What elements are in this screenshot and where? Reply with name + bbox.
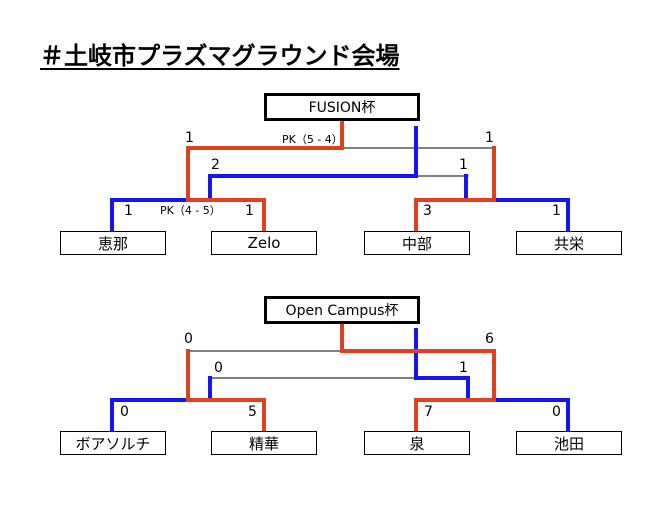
fusion-zelo-line — [186, 198, 266, 233]
oc-izumi-line — [414, 398, 496, 433]
fusion-chubu-line — [414, 198, 496, 233]
oc-ikeda-line — [466, 398, 570, 433]
semi-score-right: 1 — [459, 157, 468, 173]
team-ikeda: 池田 — [516, 431, 622, 455]
oc-seika-line — [186, 398, 266, 433]
score-zelo: 1 — [245, 203, 254, 219]
team-seika: 精華 — [211, 431, 317, 455]
team-chubu: 中部 — [364, 231, 470, 255]
oc-semi-score-left: 0 — [214, 360, 223, 376]
opencampus-bracket-lines — [110, 320, 570, 433]
team-izumi: 泉 — [364, 431, 470, 455]
oc-semi-score-right: 1 — [459, 360, 468, 376]
oc-final-score-left: 0 — [184, 331, 193, 347]
oc-final-score-right: 6 — [485, 331, 494, 347]
score-seika: 5 — [248, 404, 257, 420]
semi-score-left: 2 — [211, 157, 220, 173]
page-title: ＃土岐市プラズマグラウンド会場 — [40, 42, 400, 70]
cup-title-opencampus: Open Campus杯 — [264, 296, 420, 324]
team-kyoei: 共栄 — [516, 231, 622, 255]
fusion-ena-line — [110, 198, 190, 233]
oc-final-red — [340, 320, 496, 402]
fusion-semi-left-red — [186, 116, 344, 202]
fusion-semi-right-blue — [208, 126, 418, 202]
fusion-bracket-lines — [110, 116, 570, 233]
final-score-right: 1 — [485, 130, 494, 146]
score-ikeda: 0 — [552, 404, 561, 420]
team-boasoluchi: ボアソルチ — [60, 431, 166, 455]
oc-boasoluchi-line — [110, 398, 190, 433]
cup-title-fusion: FUSION杯 — [264, 93, 420, 121]
score-chubu: 3 — [423, 203, 432, 219]
final-score-left: 1 — [185, 130, 194, 146]
pk-score-left-r1: PK（4 - 5） — [160, 204, 221, 217]
fusion-kyoei-line — [464, 174, 570, 233]
team-ena: 恵那 — [60, 231, 166, 255]
team-zelo: Zelo — [211, 231, 317, 255]
score-kyoei: 1 — [552, 203, 561, 219]
pk-score-final: PK（5 - 4） — [282, 133, 343, 146]
score-izumi: 7 — [424, 404, 433, 420]
score-boasoluchi: 0 — [120, 404, 129, 420]
oc-semi-right-blue — [414, 328, 470, 402]
score-ena: 1 — [124, 203, 133, 219]
